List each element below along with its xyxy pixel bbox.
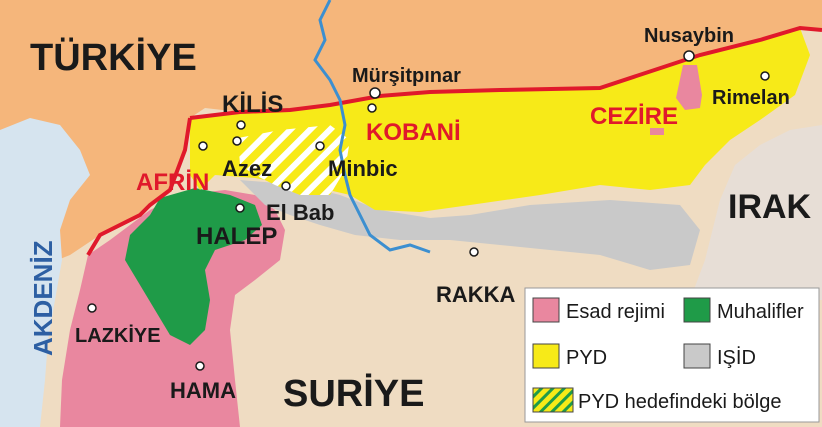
legend-swatch-esad (532, 297, 560, 323)
sea-area (0, 118, 90, 427)
legend-swatch-pyd (532, 343, 560, 369)
label-sea: AKDENİZ (28, 240, 58, 356)
turkey-syria-border-west (86, 117, 192, 257)
iraq-area (690, 125, 822, 300)
label-kobani: KOBANİ (366, 119, 461, 146)
city-dot-kobani (367, 103, 377, 113)
euphrates-river (313, 0, 431, 254)
city-dot-azez (232, 136, 242, 146)
label-rimelan: Rimelan (712, 87, 790, 109)
city-dot-lazkiye (87, 303, 97, 313)
city-markers (87, 50, 770, 371)
label-minbic: Minbic (328, 156, 398, 181)
legend-label-muhalifler: Muhalifler (717, 301, 804, 323)
label-kilis: KİLİS (222, 91, 283, 118)
city-dot-elbab (281, 181, 291, 191)
label-elbab: El Bab (266, 200, 334, 225)
esad-pocket-cezire-2 (650, 128, 664, 135)
legend-swatch-isid (683, 343, 711, 369)
opposition-area (125, 188, 262, 345)
label-lazkiye: LAZKİYE (75, 324, 161, 347)
legend: Esad rejimi Muhalifler PYD IŞİD PYD hede… (524, 287, 820, 423)
turkey-area (0, 0, 822, 284)
label-azez: Azez (222, 156, 272, 181)
label-afrin: AFRİN (136, 169, 209, 196)
city-dot-mursitpinar (369, 87, 381, 99)
turkey-syria-border (189, 25, 822, 120)
city-dot-rakka (469, 247, 479, 257)
esad-pocket-cezire (676, 65, 702, 110)
legend-swatch-target (532, 387, 574, 413)
legend-label-target: PYD hedefindeki bölge (578, 391, 781, 413)
legend-box (524, 287, 820, 423)
label-turkey: TÜRKİYE (30, 36, 197, 79)
label-cezire: CEZİRE (590, 103, 678, 130)
legend-label-isid: IŞİD (717, 346, 756, 369)
label-halep: HALEP (196, 223, 277, 250)
city-dot-afrin (198, 141, 208, 151)
legend-label-pyd: PYD (566, 347, 607, 369)
city-dot-minbic (315, 141, 325, 151)
city-dot-hama (195, 361, 205, 371)
label-hama: HAMA (170, 378, 236, 403)
label-iraq: IRAK (728, 188, 812, 226)
city-dot-rimelan (760, 71, 770, 81)
label-rakka: RAKKA (436, 282, 516, 307)
city-dot-nusaybin (683, 50, 695, 62)
legend-label-esad: Esad rejimi (566, 301, 665, 323)
city-dot-halep (235, 203, 245, 213)
label-mursitpinar: Mürşitpınar (352, 65, 461, 87)
legend-swatch-muhalifler (683, 297, 711, 323)
city-dot-kilis (236, 120, 246, 130)
label-syria: SURİYE (283, 373, 424, 415)
label-nusaybin: Nusaybin (644, 25, 734, 47)
